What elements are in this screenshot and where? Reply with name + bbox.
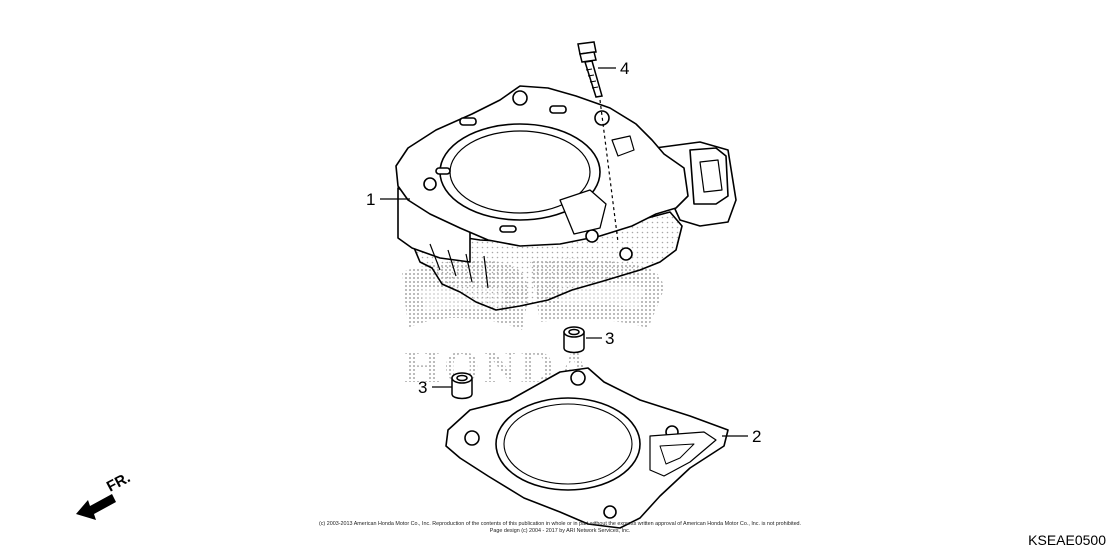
- dowel-pin-part-3-lower[interactable]: [451, 372, 473, 400]
- callout-2: 2: [752, 427, 761, 446]
- bolt-part-4[interactable]: [577, 41, 619, 243]
- callout-4: 4: [620, 59, 629, 78]
- callout-3-upper: 3: [605, 329, 614, 348]
- copyright-line-2: Page design (c) 2004 - 2017 by ARI Netwo…: [489, 528, 631, 534]
- dowel-pin-part-3-upper[interactable]: [563, 326, 585, 354]
- callout-3-lower: 3: [418, 378, 427, 397]
- callout-1: 1: [366, 190, 375, 209]
- cylinder-part-1[interactable]: [395, 85, 737, 311]
- front-direction-label: FR.: [104, 469, 133, 495]
- callout-leaders: [380, 67, 748, 437]
- copyright-line-1: (c) 2003-2013 American Honda Motor Co., …: [318, 521, 802, 527]
- cylinder-gasket-part-2[interactable]: [445, 367, 729, 529]
- diagram-reference-code: KSEAE0500: [1028, 532, 1106, 548]
- front-direction-arrow-icon: FR.: [76, 469, 133, 520]
